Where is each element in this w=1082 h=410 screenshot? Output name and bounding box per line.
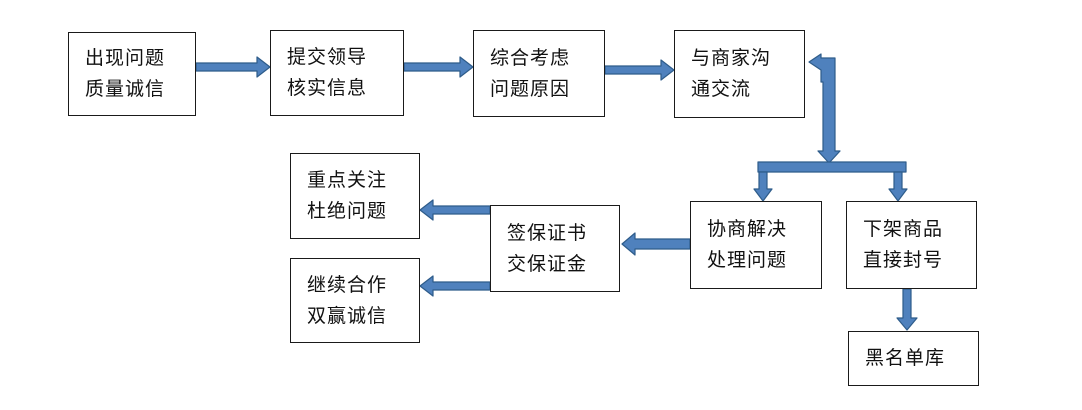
arrow-branch-to-negotiate [753, 171, 773, 202]
arrow-negotiate-to-guarantee [621, 232, 691, 256]
node-guarantee: 签保证书 交保证金 [490, 205, 620, 292]
node-merchant-line2: 通交流 [691, 78, 752, 100]
node-remove-line2: 直接封号 [863, 249, 944, 271]
node-problem: 出现问题 质量诚信 [68, 32, 196, 116]
node-negotiate: 协商解决 处理问题 [690, 201, 822, 289]
arrow-submit-to-analyze [403, 56, 474, 78]
node-problem-line1: 出现问题 [85, 47, 166, 69]
node-merchant-line1: 与商家沟 [691, 47, 772, 69]
arrow-analyze-to-merchant [604, 59, 675, 81]
node-focus-line1: 重点关注 [307, 169, 388, 191]
node-continue-line1: 继续合作 [307, 273, 388, 296]
node-remove-line1: 下架商品 [863, 218, 944, 240]
arrow-branch-to-remove [888, 171, 908, 202]
node-negotiate-line1: 协商解决 [707, 218, 788, 240]
arrow-guarantee-to-continue [419, 275, 491, 297]
node-submit: 提交领导 核实信息 [270, 30, 404, 116]
node-blacklist: 黑名单库 [848, 331, 979, 386]
arrow-merchant-down [808, 53, 841, 164]
node-remove: 下架商品 直接封号 [846, 201, 977, 289]
node-analyze-line1: 综合考虑 [490, 46, 571, 69]
arrow-remove-to-blacklist [896, 288, 918, 331]
arrow-problem-to-submit [195, 56, 271, 78]
node-guarantee-line1: 签保证书 [507, 221, 588, 244]
node-analyze: 综合考虑 问题原因 [473, 30, 605, 117]
node-focus: 重点关注 杜绝问题 [290, 153, 420, 239]
node-focus-line2: 杜绝问题 [307, 200, 388, 222]
node-blacklist-line1: 黑名单库 [865, 347, 946, 369]
node-continue: 继续合作 双赢诚信 [290, 258, 420, 343]
branch-bar [757, 161, 907, 173]
node-continue-line2: 双赢诚信 [307, 304, 388, 327]
node-problem-line2: 质量诚信 [85, 78, 166, 100]
node-guarantee-line2: 交保证金 [507, 252, 588, 275]
node-merchant: 与商家沟 通交流 [674, 30, 805, 118]
node-submit-line2: 核实信息 [287, 77, 368, 99]
node-submit-line1: 提交领导 [287, 46, 368, 68]
node-analyze-line2: 问题原因 [490, 77, 571, 100]
arrow-guarantee-to-focus [419, 199, 491, 221]
node-negotiate-line2: 处理问题 [707, 249, 788, 271]
